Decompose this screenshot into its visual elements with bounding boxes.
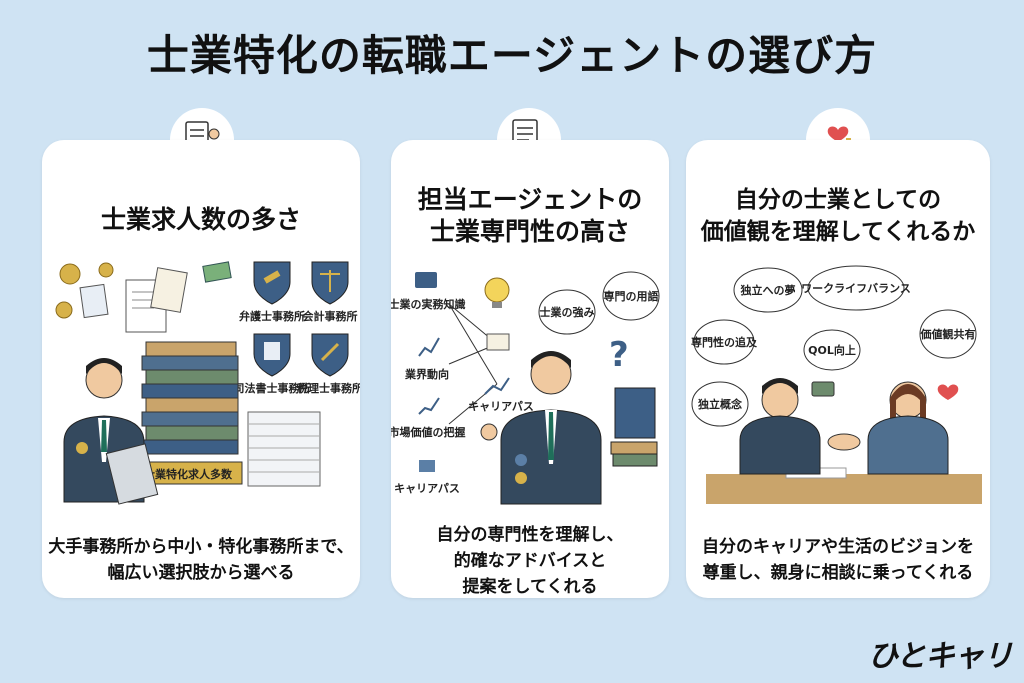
job-count-illustration: 弁護士事務所 会計事務所 司法書士事務所 税理士事務所: [55, 261, 360, 505]
label-career-path-bottom: キャリアパス: [394, 482, 460, 495]
bubble-specialty: 専門性の追及: [691, 335, 758, 349]
agent-woman-person: [867, 381, 949, 475]
card-value-understanding: 自分の士業としての 価値観を理解してくれるか 独立への夢 ワークライフバランス …: [686, 140, 990, 598]
card-job-count: 士業求人数の多さ 弁護士事務所 会計事務所 司法書士事務所: [42, 140, 360, 598]
label-scrivener-office: 司法書士事務所: [234, 381, 311, 395]
question-mark-icon: ?: [609, 335, 629, 375]
label-lawyer-office: 弁護士事務所: [239, 309, 305, 323]
bubble-independence: 独立概念: [697, 397, 743, 411]
card-description: 自分のキャリアや生活のビジョンを 尊重し、親身に相談に乗ってくれる: [702, 537, 974, 583]
label-practice-knowledge: 士業の実務知識: [391, 297, 466, 311]
scale-shield-icon: [311, 261, 349, 305]
bubble-qol: QOL向上: [808, 343, 856, 357]
agent-person: [480, 351, 602, 505]
value-understanding-illustration: 独立への夢 ワークライフバランス 専門性の追及 QOL向上 価値観共有 独立概念: [691, 265, 982, 504]
lawyer-person: [63, 358, 159, 505]
books-label: 士業特化求人多数: [144, 467, 233, 481]
page-title: 士業特化の転職エージェントの選び方: [146, 31, 878, 80]
paper-stack: [247, 411, 321, 487]
card-title: 担当エージェントの 士業専門性の高さ: [417, 185, 643, 246]
label-accounting-office: 会計事務所: [303, 309, 358, 323]
bubble-shared-values: 価値観共有: [920, 327, 976, 341]
handshake-icon: [827, 433, 861, 451]
card-agent-expertise: 担当エージェントの 士業専門性の高さ 士業の実務知識 業界動向 市場価値の把握 …: [391, 140, 669, 598]
bubble-terms: 専門の用語: [604, 289, 659, 303]
label-career-path: キャリアパス: [468, 400, 534, 413]
bubble-worklife: ワークライフバランス: [801, 282, 911, 295]
books-stack: [133, 341, 243, 485]
briefcase-icon: [811, 381, 835, 397]
agent-expertise-illustration: 士業の実務知識 業界動向 市場価値の把握 キャリアパス キャリアパス 士業の強み…: [391, 271, 660, 505]
bubble-strength: 士業の強み: [540, 305, 595, 319]
heart-icon: [937, 384, 959, 400]
label-tax-office: 税理士事務所: [297, 381, 360, 395]
card-title: 士業求人数の多さ: [100, 205, 301, 234]
lawyer-shield-icon: [253, 261, 291, 305]
calculator-shield-icon: [253, 333, 291, 377]
label-industry-trend: 業界動向: [404, 367, 449, 381]
bubble-independence-dream: 独立への夢: [740, 283, 796, 297]
card-description: 自分の専門性を理解し、 的確なアドバイスと 提案をしてくれる: [436, 525, 624, 597]
label-market-value: 市場価値の把握: [391, 425, 466, 439]
card-title: 自分の士業としての 価値観を理解してくれるか: [700, 187, 976, 245]
pen-shield-icon: [311, 333, 349, 377]
card-description: 大手事務所から中小・特化事務所まで、 幅広い選択肢から選べる: [48, 537, 354, 583]
client-person: [739, 378, 821, 475]
brand-logo: ひとキャリ: [867, 639, 1013, 674]
